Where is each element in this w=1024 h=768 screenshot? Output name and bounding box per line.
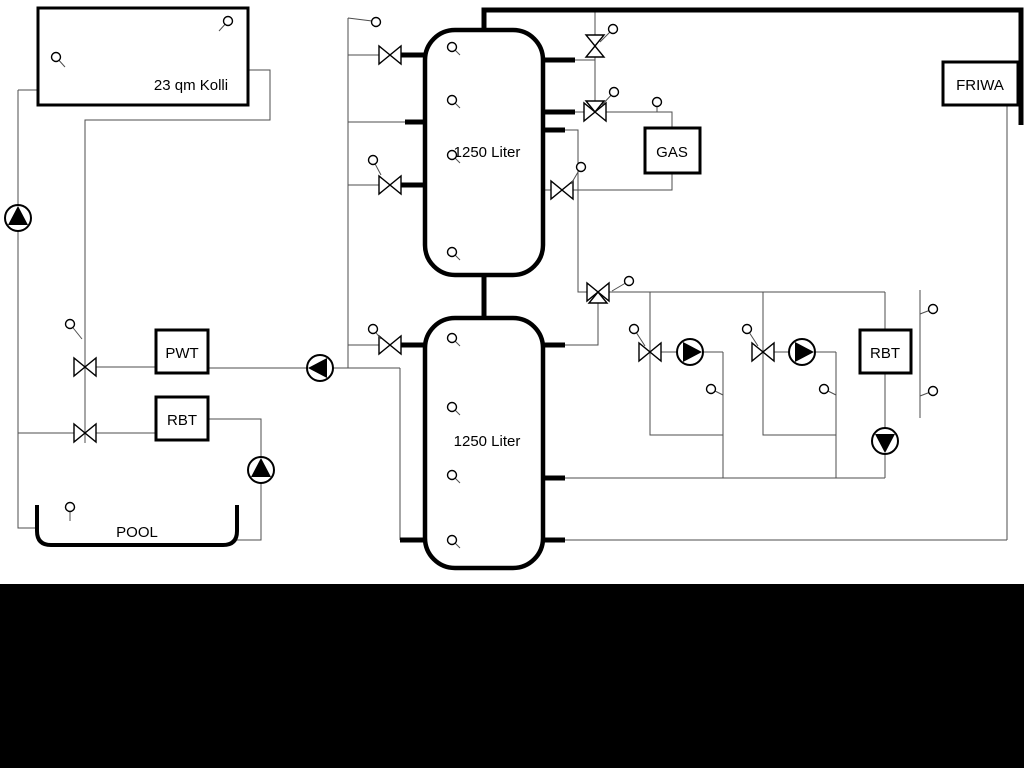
thick-pipes xyxy=(400,7,1024,543)
upper-tank-label: 1250 Liter xyxy=(454,144,521,161)
sensor-icon xyxy=(608,86,620,98)
valve-icon xyxy=(378,335,402,355)
buffer-tank-upper: 1250 Liter xyxy=(422,27,546,278)
friwa-station: FRIWA xyxy=(941,60,1020,107)
pump-icon xyxy=(306,354,334,382)
sensor-icon xyxy=(927,385,939,397)
three-way-valve-icon xyxy=(586,282,610,304)
pump-icon xyxy=(247,456,275,484)
valve-icon xyxy=(585,34,605,58)
sensor-icon xyxy=(628,323,640,335)
letterbox-bottom xyxy=(0,584,1024,768)
sensor-icon xyxy=(446,246,458,258)
solar-collector: 23 qm Kolli xyxy=(36,6,250,107)
sensor-icon xyxy=(64,501,76,513)
sensor-icon xyxy=(50,51,62,63)
buffer-tank-lower: 1250 Liter xyxy=(422,315,546,571)
pwt-label: PWT xyxy=(165,345,198,362)
sensor-icon xyxy=(446,41,458,53)
sensor-icon xyxy=(64,318,76,330)
rbt-left-label: RBT xyxy=(167,412,197,429)
rbt-right-label: RBT xyxy=(870,345,900,362)
sensor-icon xyxy=(818,383,830,395)
rbt-right-unit: RBT xyxy=(858,328,913,375)
pool-label: POOL xyxy=(116,524,158,541)
sensor-icon xyxy=(651,96,663,108)
friwa-label: FRIWA xyxy=(956,77,1004,94)
sensor-icon xyxy=(705,383,717,395)
sensor-icon xyxy=(446,332,458,344)
sensor-icon xyxy=(446,534,458,546)
sensor-icon xyxy=(446,94,458,106)
swimming-pool: POOL xyxy=(35,505,239,547)
sensor-icon xyxy=(927,303,939,315)
sensor-icon xyxy=(367,323,379,335)
gas-label: GAS xyxy=(656,144,688,161)
sensor-icon xyxy=(607,23,619,35)
sensor-icon xyxy=(367,154,379,166)
sensors xyxy=(50,15,939,549)
sensor-icon xyxy=(370,16,382,28)
sensor-icon xyxy=(575,161,587,173)
sensor-icon xyxy=(222,15,234,27)
pump-icon xyxy=(788,338,816,366)
valve-icon xyxy=(378,45,402,65)
pump-icon xyxy=(676,338,704,366)
rbt-left-unit: RBT xyxy=(154,395,210,442)
lower-tank-label: 1250 Liter xyxy=(454,433,521,450)
sensor-icon xyxy=(741,323,753,335)
valve-icon xyxy=(550,180,574,200)
valve-icon xyxy=(378,175,402,195)
collector-label: 23 qm Kolli xyxy=(154,77,228,94)
sensor-icon xyxy=(446,469,458,481)
pump-icon xyxy=(871,427,899,455)
sensor-icon xyxy=(446,401,458,413)
sensor-icon xyxy=(623,275,635,287)
gas-boiler: GAS xyxy=(643,126,702,175)
pump-icon xyxy=(4,204,32,232)
sensor-icon xyxy=(446,149,458,161)
pwt-heat-exchanger: PWT xyxy=(154,328,210,375)
